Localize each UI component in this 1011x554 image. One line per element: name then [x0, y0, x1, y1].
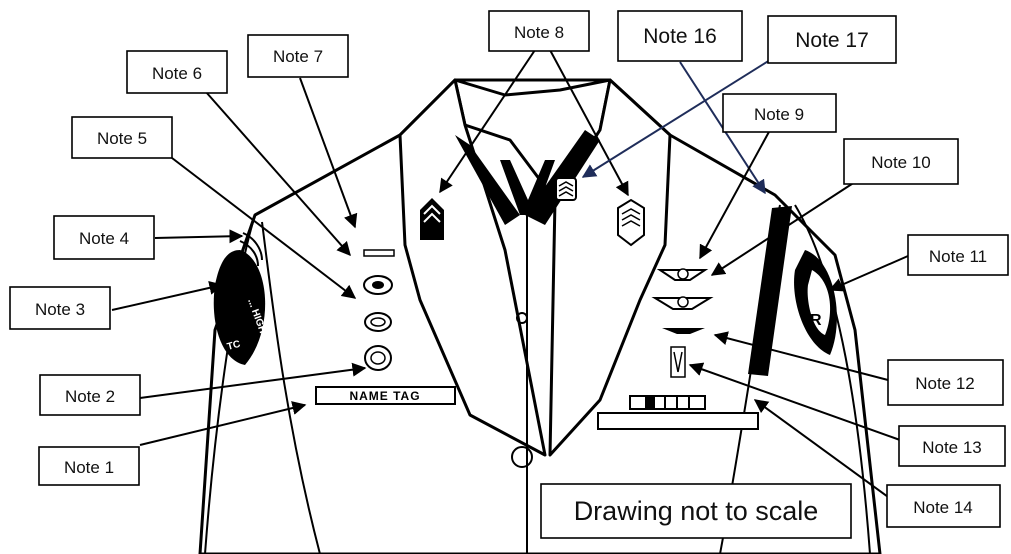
- note-label-13: Note 13: [922, 438, 982, 457]
- note-label-14: Note 14: [913, 498, 973, 517]
- scale-note-text: Drawing not to scale: [574, 496, 819, 526]
- note-box-6: Note 6: [127, 51, 227, 93]
- note-label-2: Note 2: [65, 387, 115, 406]
- note-box-3: Note 3: [10, 287, 110, 329]
- name-tag-text: NAME TAG: [349, 389, 420, 403]
- scale-note-box: Drawing not to scale: [541, 484, 851, 538]
- qualification-badge: [671, 347, 685, 377]
- note-label-4: Note 4: [79, 229, 129, 248]
- note-label-10: Note 10: [871, 153, 931, 172]
- leader-note-11: [830, 256, 908, 290]
- note-label-11: Note 11: [929, 247, 987, 266]
- note-box-10: Note 10: [844, 139, 958, 184]
- center-collar-rank-insignia: [556, 178, 576, 200]
- note-box-5: Note 5: [72, 117, 172, 158]
- note-label-8: Note 8: [514, 23, 564, 42]
- svg-text:R: R: [810, 312, 822, 329]
- note-label-1: Note 1: [64, 458, 114, 477]
- leader-note-4: [155, 236, 242, 238]
- note-label-5: Note 5: [97, 129, 147, 148]
- leader-note-3: [112, 285, 222, 310]
- note-box-14: Note 14: [887, 485, 1000, 527]
- note-box-16: Note 16: [618, 11, 742, 61]
- note-label-7: Note 7: [273, 47, 323, 66]
- note-label-6: Note 6: [152, 64, 202, 83]
- note-label-12: Note 12: [915, 374, 975, 393]
- note-box-17: Note 17: [768, 16, 896, 63]
- note-box-7: Note 7: [248, 35, 348, 77]
- note-label-17: Note 17: [795, 29, 869, 52]
- note-box-4: Note 4: [54, 216, 154, 259]
- right-lapel-rank-insignia: [618, 200, 644, 245]
- note-box-8: Note 8: [489, 11, 589, 51]
- note-label-3: Note 3: [35, 300, 85, 319]
- note-box-11: Note 11: [908, 235, 1008, 275]
- note-box-1: Note 1: [39, 447, 139, 485]
- note-box-12: Note 12: [888, 360, 1003, 405]
- note-box-13: Note 13: [899, 426, 1005, 466]
- name-tag: NAME TAG: [316, 387, 455, 404]
- note-label-16: Note 16: [643, 25, 717, 48]
- note-box-9: Note 9: [723, 94, 836, 132]
- jacket-drawing: NAME TAG ... HIGH: [200, 80, 880, 554]
- note-box-2: Note 2: [40, 375, 140, 415]
- note-label-9: Note 9: [754, 105, 804, 124]
